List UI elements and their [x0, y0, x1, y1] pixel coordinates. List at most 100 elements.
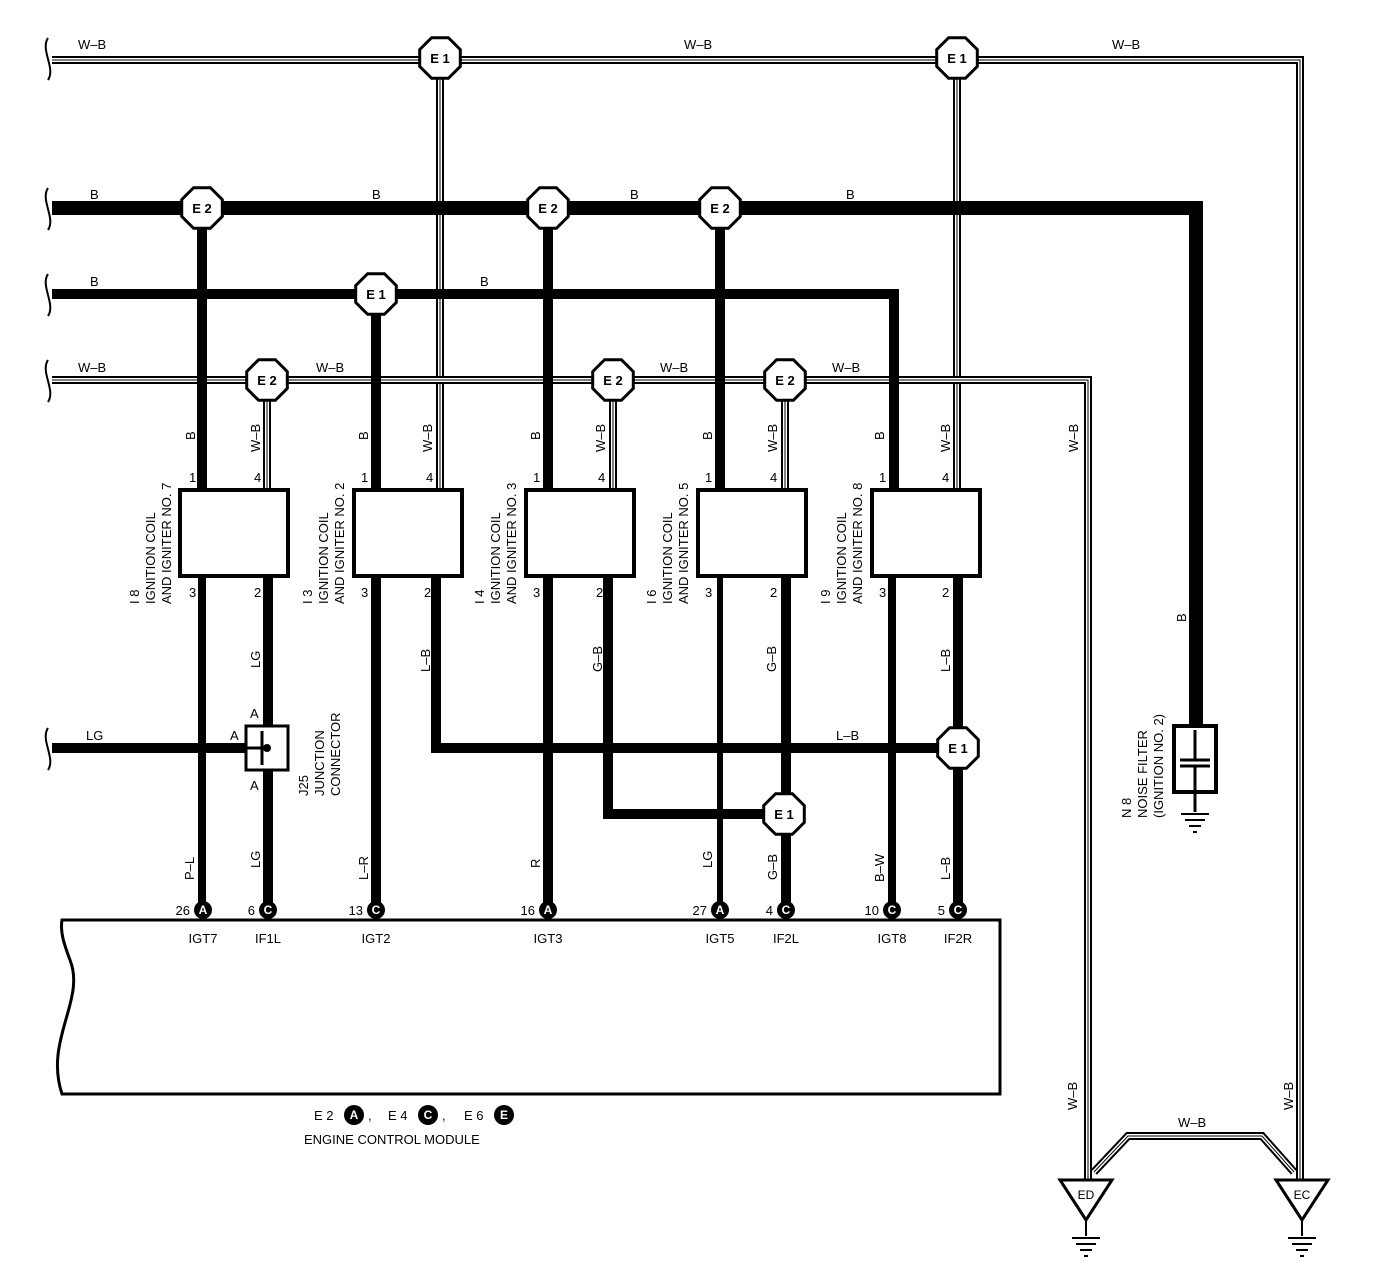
ignition-coil-box [352, 488, 464, 578]
component-name: AND IGNITER NO. 2 [332, 483, 347, 604]
wire-label: L–B [836, 728, 859, 743]
splice-label: E 2 [538, 201, 558, 216]
pin-label: 2 [942, 585, 949, 600]
pin-label: 4 [598, 470, 605, 485]
component-id: I 8 [127, 590, 142, 604]
junction-connector: A A A J25 JUNCTION CONNECTOR [230, 706, 343, 796]
component-name: CONNECTOR [328, 712, 343, 796]
splice-octagon [762, 792, 806, 836]
component-name: NOISE FILTER [1135, 730, 1150, 818]
splice-octagon [935, 36, 979, 80]
splice-octagon [526, 186, 570, 230]
wire-label: G–B [765, 854, 780, 880]
wire-label: LG [248, 851, 263, 868]
splice-label: E 1 [366, 287, 386, 302]
wire-label: W–B [765, 424, 780, 452]
component-name: AND IGNITER NO. 5 [676, 483, 691, 604]
component-id: N 8 [1119, 798, 1134, 818]
pin-label: A [250, 706, 259, 721]
pin-label: 3 [189, 585, 196, 600]
terminal-name: IGT2 [362, 931, 391, 946]
wb-wires [52, 56, 1304, 1180]
splice-octagon [354, 272, 398, 316]
terminal-pin: 5 [938, 903, 945, 918]
wire-label: L–R [356, 856, 371, 880]
splice-octagon [245, 358, 289, 402]
component-name: IGNITION COIL [316, 512, 331, 604]
wire-label: LG [700, 851, 715, 868]
splice-label: E 1 [948, 741, 968, 756]
wire-label: B [1174, 613, 1189, 622]
wire-label: B [872, 431, 887, 440]
component-id: I 6 [644, 590, 659, 604]
wire-label: W–B [660, 360, 688, 375]
wire-label: B [372, 187, 381, 202]
wire-label: W–B [1281, 1082, 1296, 1110]
wire-label: B [480, 274, 489, 289]
connector-letter: C [372, 903, 381, 917]
component-name: IGNITION COIL [488, 512, 503, 604]
wire-label: B [630, 187, 639, 202]
terminal-pin: 4 [766, 903, 773, 918]
coil-group-4: 1 4 3 2 I 6 IGNITION COIL AND IGNITER NO… [644, 470, 808, 604]
wire-label: B [528, 431, 543, 440]
connector-letter: C [954, 903, 963, 917]
wire-label: W–B [1178, 1115, 1206, 1130]
connector-letter: A [544, 903, 553, 917]
legend-code: E 4 [388, 1108, 408, 1123]
legend-code: E 6 [464, 1108, 484, 1123]
wire-label: W–B [684, 37, 712, 52]
wire-labels: W–B W–B W–B B B B B B B W–B W–B W–B W–B … [78, 37, 1206, 1130]
component-id: J25 [296, 775, 311, 796]
coil-group-1: 1 4 3 2 I 8 IGNITION COIL AND IGNITER NO… [127, 470, 290, 604]
component-name: IGNITION COIL [834, 512, 849, 604]
terminal-name: IGT5 [706, 931, 735, 946]
pin-label: A [230, 728, 239, 743]
wire-label: B [700, 431, 715, 440]
pin-label: 4 [426, 470, 433, 485]
wire-label: W–B [1066, 424, 1081, 452]
connector-letter: C [782, 903, 791, 917]
splice-label: E 2 [710, 201, 730, 216]
terminal-name: IF1L [255, 931, 281, 946]
terminal-name: IF2R [944, 931, 972, 946]
pin-label: 1 [705, 470, 712, 485]
ground-label: ED [1078, 1188, 1095, 1202]
component-name: AND IGNITER NO. 8 [850, 483, 865, 604]
solid-wires [52, 201, 1203, 905]
terminal-pin: 27 [693, 903, 707, 918]
ignition-coil-box [696, 488, 808, 578]
terminal-name: IF2L [773, 931, 799, 946]
wire-label: B [90, 187, 99, 202]
pin-label: 3 [705, 585, 712, 600]
terminal-pin: 16 [521, 903, 535, 918]
terminal-name: IGT7 [189, 931, 218, 946]
connector-letter: A [199, 903, 208, 917]
pin-label: 2 [596, 585, 603, 600]
splice-octagon [591, 358, 635, 402]
wire-label: B [846, 187, 855, 202]
wire-label: G–B [764, 646, 779, 672]
splice-label: E 2 [192, 201, 212, 216]
wire-label: R [528, 859, 543, 868]
wire-label: W–B [832, 360, 860, 375]
splice-octagon [763, 358, 807, 402]
wire-label: W–B [593, 424, 608, 452]
ignition-coil-box [178, 488, 290, 578]
wire-label: W–B [78, 360, 106, 375]
component-name: JUNCTION [312, 730, 327, 796]
wire-ends [44, 37, 52, 771]
noise-filter: N 8 NOISE FILTER (IGNITION NO. 2) [1119, 714, 1218, 833]
pin-label: 1 [533, 470, 540, 485]
component-id: I 3 [300, 590, 315, 604]
wire-label: B [356, 431, 371, 440]
ecm-legend: E 2 A , E 4 C , E 6 E ENGINE CONTROL MOD… [304, 1105, 514, 1147]
wire-label: L–B [938, 857, 953, 880]
coil-group-5: 1 4 3 2 I 9 IGNITION COIL AND IGNITER NO… [818, 470, 982, 604]
legend-code: E 2 [314, 1108, 334, 1123]
wire-label: W–B [316, 360, 344, 375]
component-name: (IGNITION NO. 2) [1151, 714, 1166, 818]
component-name: AND IGNITER NO. 3 [504, 483, 519, 604]
wire-label: L–B [418, 649, 433, 672]
